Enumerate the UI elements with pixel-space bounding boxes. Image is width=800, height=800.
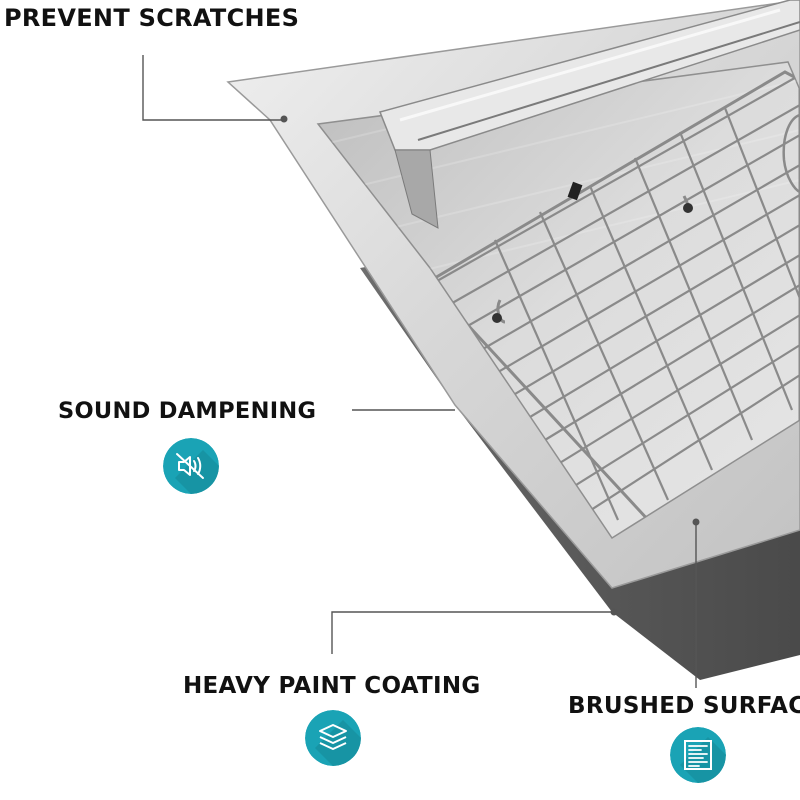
callout-leaders [142,55,700,688]
prevent-scratches-label: PREVENT SCRATCHES [4,4,300,32]
layers-icon [305,710,361,766]
bottom-grid-rack [425,70,800,531]
sink-basin [316,61,800,540]
brushed-surface-label: BRUSHED SURFACE [568,693,800,719]
heavy-paint-coating-label: HEAVY PAINT COATING [183,673,481,699]
brushed-lines-icon [670,727,726,783]
sound-dampening-label: SOUND DAMPENING [58,398,317,424]
speaker-muted-icon [163,438,219,494]
